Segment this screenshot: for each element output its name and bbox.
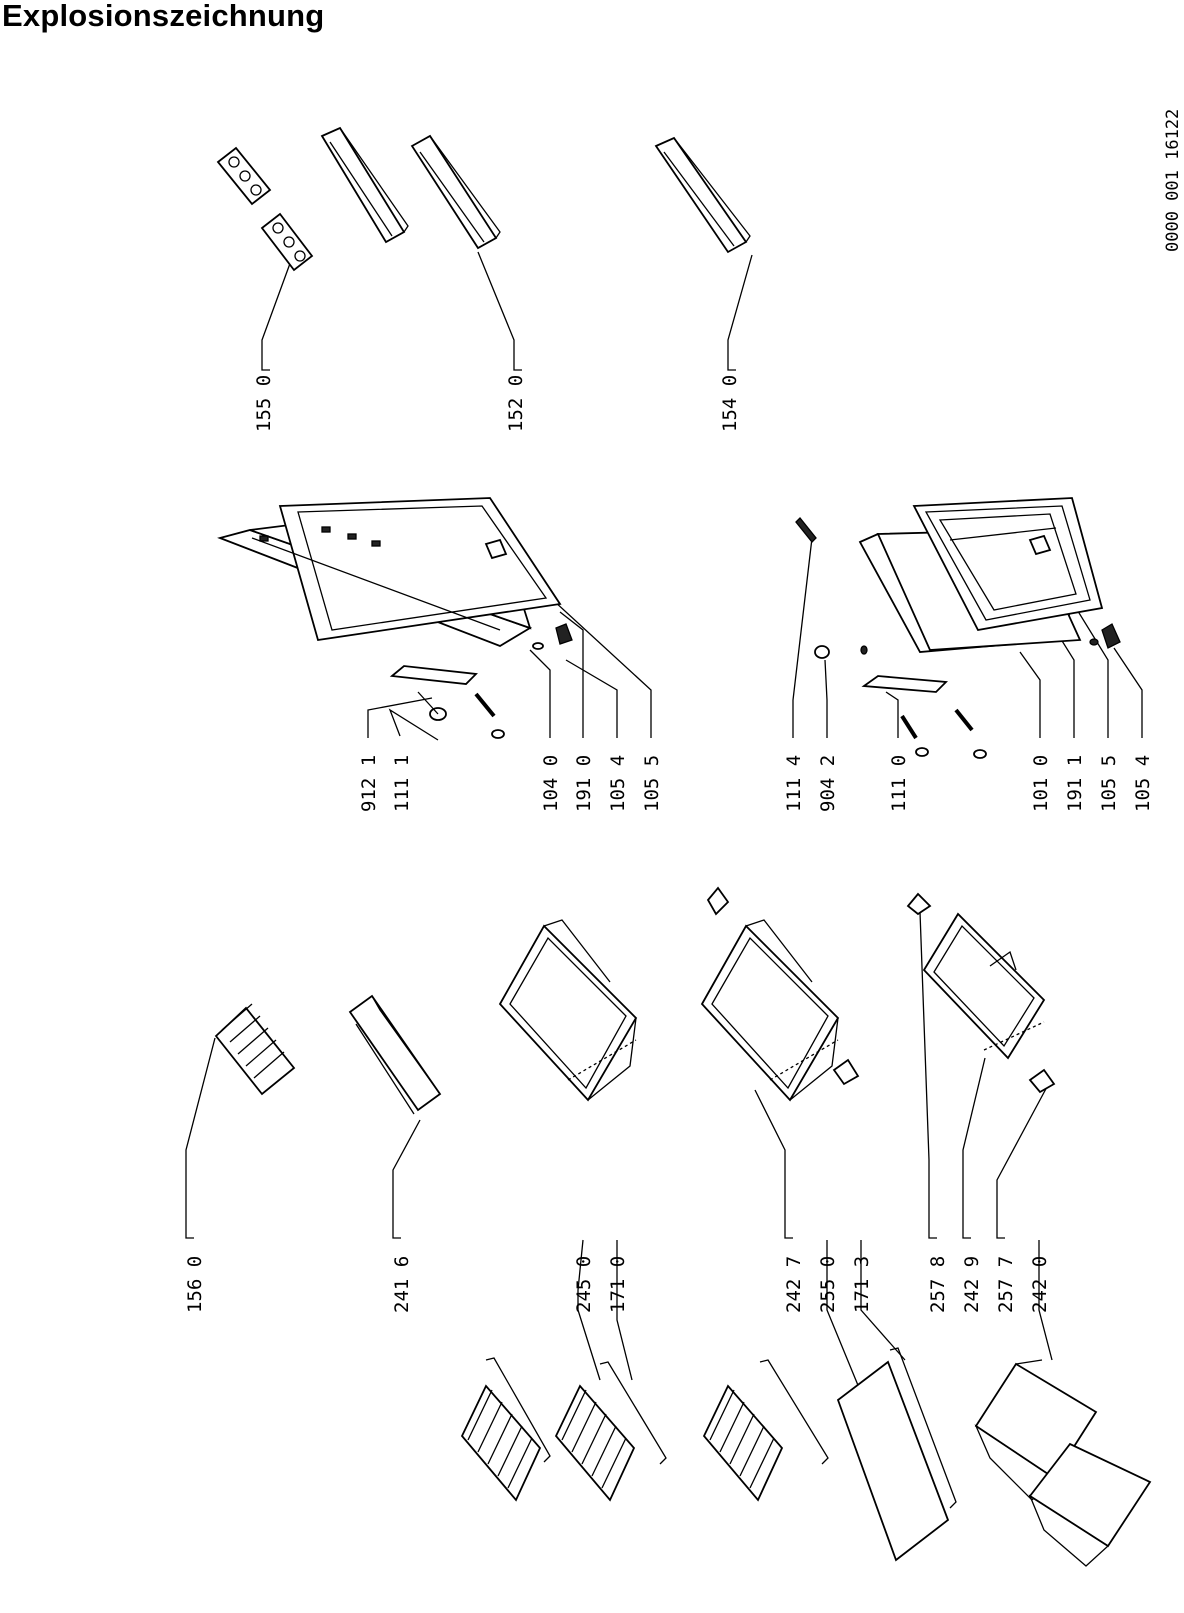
part-label: 154 0	[719, 375, 741, 432]
wire-shelf-2	[554, 1361, 667, 1502]
part-label: 104 0	[540, 755, 562, 812]
part-label: 156 0	[184, 1256, 206, 1313]
drawer-1	[498, 919, 638, 1102]
door-shelf-1	[320, 126, 409, 244]
crisper-box-2	[1028, 1442, 1152, 1567]
part-label: 257 8	[927, 1256, 949, 1313]
part-label: 257 7	[995, 1256, 1017, 1313]
document-number: 0000 001 16122	[1163, 109, 1183, 252]
slide-tray	[348, 994, 442, 1115]
part-label: 904 2	[817, 755, 839, 812]
labels-doors-upper: 912 1 111 1 104 0 191 0 105 4 105 5	[358, 755, 663, 812]
part-label: 111 4	[783, 755, 805, 812]
part-label: 242 0	[1029, 1256, 1051, 1313]
part-label: 171 3	[851, 1256, 873, 1313]
door-shelf-2	[410, 134, 501, 250]
part-label: 245 0	[573, 1256, 595, 1313]
glass-plate	[836, 1347, 957, 1562]
leader-lines	[185, 251, 1143, 1396]
part-label: 105 4	[1132, 755, 1154, 812]
part-label: 152 0	[505, 375, 527, 432]
drawer-3	[906, 892, 1056, 1094]
part-label: 111 0	[888, 755, 910, 812]
wire-shelf-3	[702, 1359, 829, 1502]
labels-bins: 156 0 241 6 245 0 171 0 242 7 255 0 171 …	[184, 1256, 1051, 1313]
small-rack	[214, 1003, 296, 1096]
part-label: 101 0	[1030, 755, 1052, 812]
part-label: 105 4	[607, 755, 629, 812]
part-label: 105 5	[641, 755, 663, 812]
upper-door-hardware	[389, 623, 573, 739]
part-label: 255 0	[817, 1256, 839, 1313]
egg-tray-2	[260, 212, 314, 272]
part-label: 241 6	[391, 1256, 413, 1313]
upper-door	[217, 497, 562, 647]
part-label: 242 7	[783, 1256, 805, 1313]
wire-shelf-1	[460, 1357, 551, 1502]
lower-door	[795, 497, 1104, 653]
part-label: 242 9	[961, 1256, 983, 1313]
lower-door-hardware	[814, 623, 1121, 759]
labels-doors-lower: 111 4 904 2 111 0 101 0 191 1 105 5 105 …	[783, 755, 1154, 812]
drawer-2	[700, 886, 860, 1102]
labels-door-shelves: 155 0 152 0 154 0	[253, 375, 741, 432]
door-shelf-3	[654, 136, 751, 254]
part-label: 912 1	[358, 755, 380, 812]
part-label: 111 1	[391, 755, 413, 812]
part-label: 171 0	[607, 1256, 629, 1313]
part-label: 155 0	[253, 375, 275, 432]
part-label: 105 5	[1098, 755, 1120, 812]
egg-tray-1	[216, 146, 272, 206]
part-label: 191 1	[1064, 755, 1086, 812]
page-title: Explosionszeichnung	[2, 0, 325, 33]
part-label: 191 0	[573, 755, 595, 812]
